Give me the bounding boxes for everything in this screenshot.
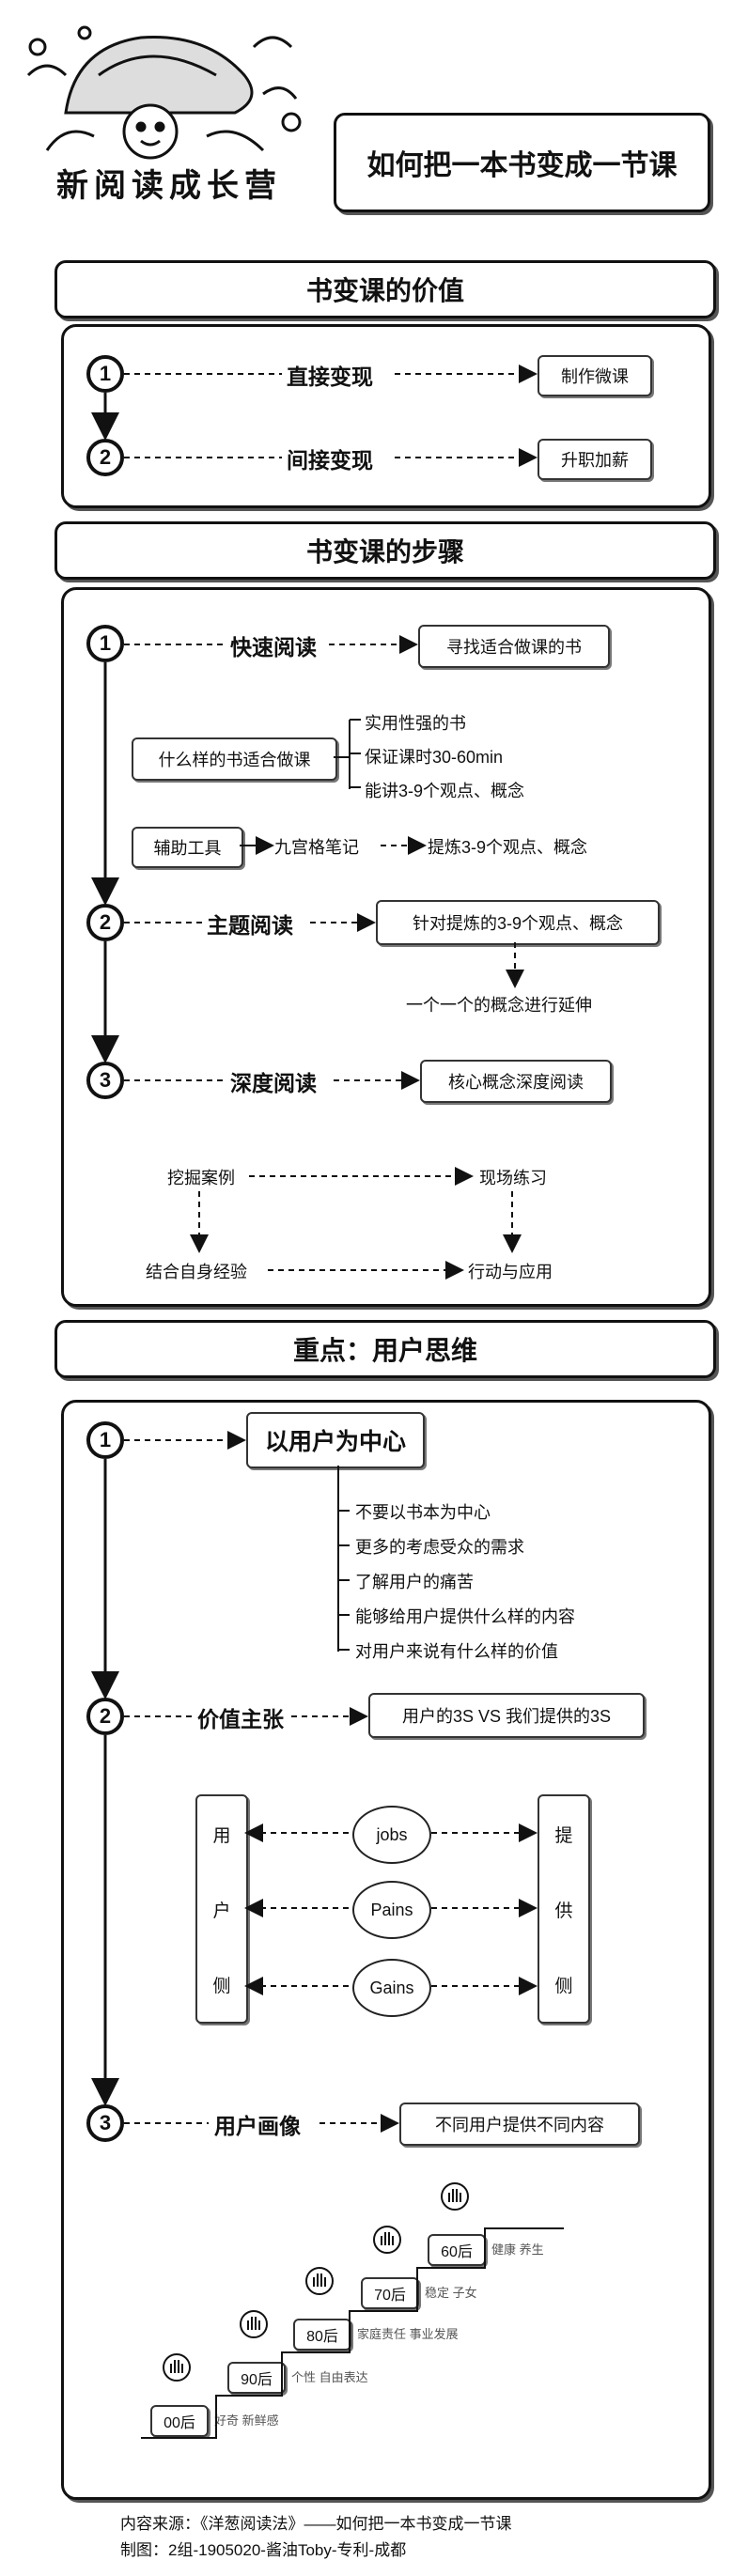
section-title-user-thinking: 重点：用户思维: [55, 1320, 716, 1378]
provider-side-char: 供: [554, 1901, 573, 1921]
user-centered-box: 以用户为中心: [246, 1412, 425, 1468]
gen-note: 个性 自由表达: [291, 2370, 368, 2384]
core-concept-box: 核心概念深度阅读: [420, 1060, 612, 1103]
3s-compare-box: 用户的3S VS 我们提供的3S: [368, 1693, 645, 1738]
gen-note: 稳定 子女: [425, 2286, 477, 2300]
step-number: 2: [86, 904, 124, 941]
logo-text: 新阅读成长营: [56, 167, 282, 205]
page-title: 如何把一本书变成一节课: [334, 113, 710, 212]
value-proposition-label: 价值主张: [197, 1707, 284, 1731]
action-apply: 行动与应用: [468, 1263, 553, 1281]
header-illustration: 新阅读成长营: [9, 9, 319, 207]
provider-side-box: 提 供 侧: [538, 1794, 590, 2024]
deep-read-label: 深度阅读: [230, 1071, 317, 1095]
criteria-item: 能讲3-9个观点、概念: [365, 782, 525, 800]
author-text: 制图：2组-1905020-酱油Toby-专利-成都: [120, 2541, 407, 2559]
promotion-box: 升职加薪: [538, 439, 652, 480]
target-points-box: 针对提炼的3-9个观点、概念: [376, 900, 660, 945]
concept-extension: 一个一个的概念进行延伸: [406, 996, 592, 1015]
provider-side-char: 侧: [554, 1976, 573, 1996]
gen-note: 好奇 新鲜感: [214, 2413, 279, 2428]
criteria-item: 保证课时30-60min: [365, 748, 504, 767]
gen-label: 90后: [227, 2362, 286, 2394]
dig-cases: 挖掘案例: [167, 1169, 235, 1187]
extract-points: 提炼3-9个观点、概念: [428, 838, 588, 857]
criteria-item: 实用性强的书: [365, 714, 466, 733]
what-book-box: 什么样的书适合做课: [132, 737, 337, 781]
gen-label: 00后: [150, 2405, 209, 2437]
pains-oval: Pains: [352, 1881, 431, 1939]
section-title-steps: 书变课的步骤: [55, 521, 716, 580]
user-item: 更多的考虑受众的需求: [355, 1538, 524, 1557]
user-side-char: 户: [212, 1901, 231, 1921]
step-number: 3: [86, 1062, 124, 1099]
user-side-char: 侧: [212, 1976, 231, 1996]
nine-grid-notes: 九宫格笔记: [274, 838, 359, 857]
mushroom-logo-icon: [26, 25, 302, 160]
steps-panel: [61, 587, 711, 1307]
gen-label: 60后: [428, 2234, 486, 2266]
gen-label: 70后: [361, 2277, 419, 2309]
step-number: 1: [86, 355, 124, 393]
quick-read-label: 快速阅读: [230, 635, 317, 660]
gen-note: 健康 养生: [491, 2242, 544, 2257]
make-microlesson-box: 制作微课: [538, 355, 652, 396]
gen-note: 家庭责任 事业发展: [357, 2327, 459, 2341]
aux-tool-box: 辅助工具: [132, 827, 243, 868]
user-item: 了解用户的痛苦: [355, 1573, 474, 1591]
topic-read-label: 主题阅读: [207, 913, 293, 938]
find-book-box: 寻找适合做课的书: [418, 625, 610, 668]
user-persona-label: 用户画像: [214, 2114, 301, 2138]
own-experience: 结合自身经验: [146, 1263, 247, 1281]
provider-side-char: 提: [554, 1825, 573, 1846]
value-panel: [61, 324, 711, 508]
gen-label: 80后: [293, 2319, 351, 2351]
section-title-value: 书变课的价值: [55, 260, 716, 318]
user-side-char: 用: [212, 1825, 231, 1846]
step-number: 1: [86, 625, 124, 662]
step-number: 2: [86, 1698, 124, 1735]
diff-content-box: 不同用户提供不同内容: [399, 2103, 640, 2146]
direct-monetize-label: 直接变现: [287, 365, 373, 389]
live-practice: 现场练习: [479, 1169, 547, 1187]
user-item: 能够给用户提供什么样的内容: [355, 1607, 575, 1626]
user-side-box: 用 户 侧: [195, 1794, 248, 2024]
gains-oval: Gains: [352, 1959, 431, 2017]
source-text: 内容来源：《洋葱阅读法》——如何把一本书变成一节课: [120, 2515, 512, 2533]
step-number: 3: [86, 2104, 124, 2142]
jobs-oval: jobs: [352, 1806, 431, 1864]
user-item: 不要以书本为中心: [355, 1503, 491, 1522]
step-number: 2: [86, 439, 124, 476]
step-number: 1: [86, 1421, 124, 1459]
user-item: 对用户来说有什么样的价值: [355, 1642, 558, 1661]
indirect-monetize-label: 间接变现: [287, 448, 373, 473]
